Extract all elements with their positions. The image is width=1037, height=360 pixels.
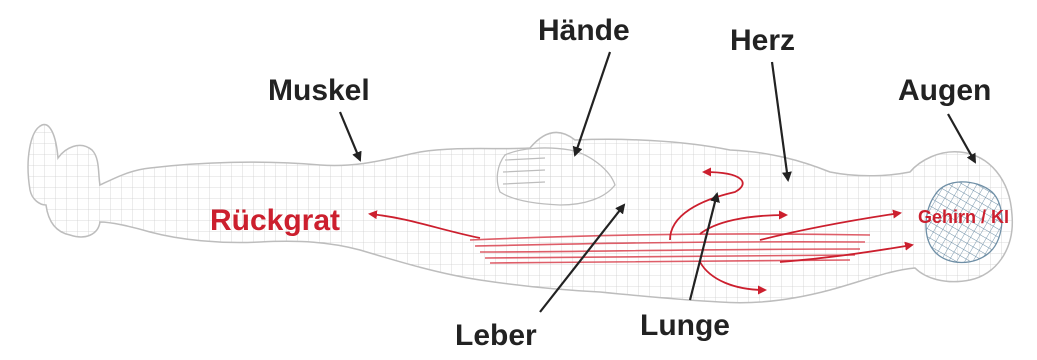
label-lunge: Lunge [640,309,730,342]
pointer-muskel [340,112,360,160]
label-leber: Leber [455,319,537,352]
label-muskel: Muskel [268,74,370,107]
label-rueckgrat: Rückgrat [210,204,340,237]
label-haende: Hände [538,14,630,47]
human-body-silhouette [28,125,1012,303]
label-gehirn: Gehirn / KI [918,207,1009,227]
label-augen: Augen [898,74,991,107]
label-herz: Herz [730,24,795,57]
